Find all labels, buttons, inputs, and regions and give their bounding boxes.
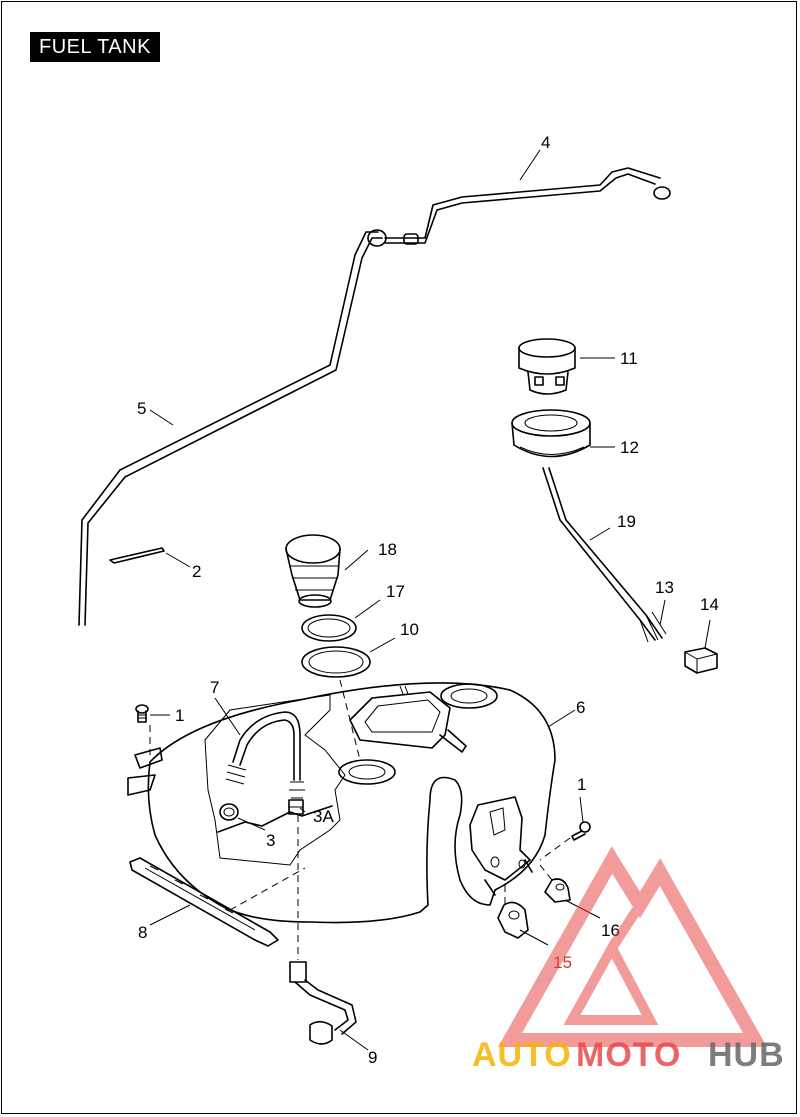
callout-19: 19 [617,512,636,531]
screw-part-1-right [571,821,591,841]
gasket-part-10 [301,646,371,678]
callout-14: 14 [700,595,719,614]
callout-13: 13 [655,578,674,597]
emblem-part-8 [129,857,279,947]
watermark-moto: MOTO [576,1036,681,1074]
callout-17: 17 [386,582,405,601]
callout-1-right: 1 [577,775,586,794]
watermark-logo [497,846,767,1047]
callout-18: 18 [378,540,397,559]
screw-part-1-left [135,704,149,723]
callout-labels: 4 5 2 18 17 10 11 12 19 13 14 6 7 1 1 3A… [137,133,719,1067]
assembly-lines [149,679,571,960]
gasket-part-17 [301,614,357,642]
callout-3: 3 [266,831,275,850]
page-title: FUEL TANK [30,32,160,62]
callout-6: 6 [576,698,585,717]
fuel-gauge-part-11 [518,338,576,395]
callout-12: 12 [620,438,639,457]
leader-lines [149,149,711,1051]
callout-7: 7 [210,678,219,697]
watermark-auto: AUTO [472,1036,572,1074]
callout-9: 9 [368,1048,377,1067]
bracket-part-16 [544,878,571,903]
callout-3a: 3A [313,807,334,826]
fuel-tank-part-6 [127,682,556,924]
wiring-harness-part-19 [542,467,667,643]
crossover-hose-part-7 [225,711,305,799]
vent-hose-part-4 [384,167,671,245]
fitting-part-3a [288,799,304,815]
callout-1-left: 1 [175,706,184,725]
watermark-hub: HUB [708,1036,785,1074]
vent-line-part-5 [78,229,387,626]
watermark-brand-text: AUTO MOTO HUB [472,1036,785,1074]
bracket-part-15 [497,901,529,939]
pin-part-2 [109,547,165,564]
callout-2: 2 [192,562,201,581]
callout-5: 5 [137,399,146,418]
callout-8: 8 [138,923,147,942]
fuel-fitting-part-9 [289,961,357,1045]
fitting-part-3 [219,803,239,821]
callout-4: 4 [541,133,550,152]
connector-part-14 [684,647,718,674]
fuel-cap-part-18 [285,534,341,608]
callout-11: 11 [620,349,638,368]
grommet-part-12 [511,409,591,458]
callout-10: 10 [400,620,419,639]
